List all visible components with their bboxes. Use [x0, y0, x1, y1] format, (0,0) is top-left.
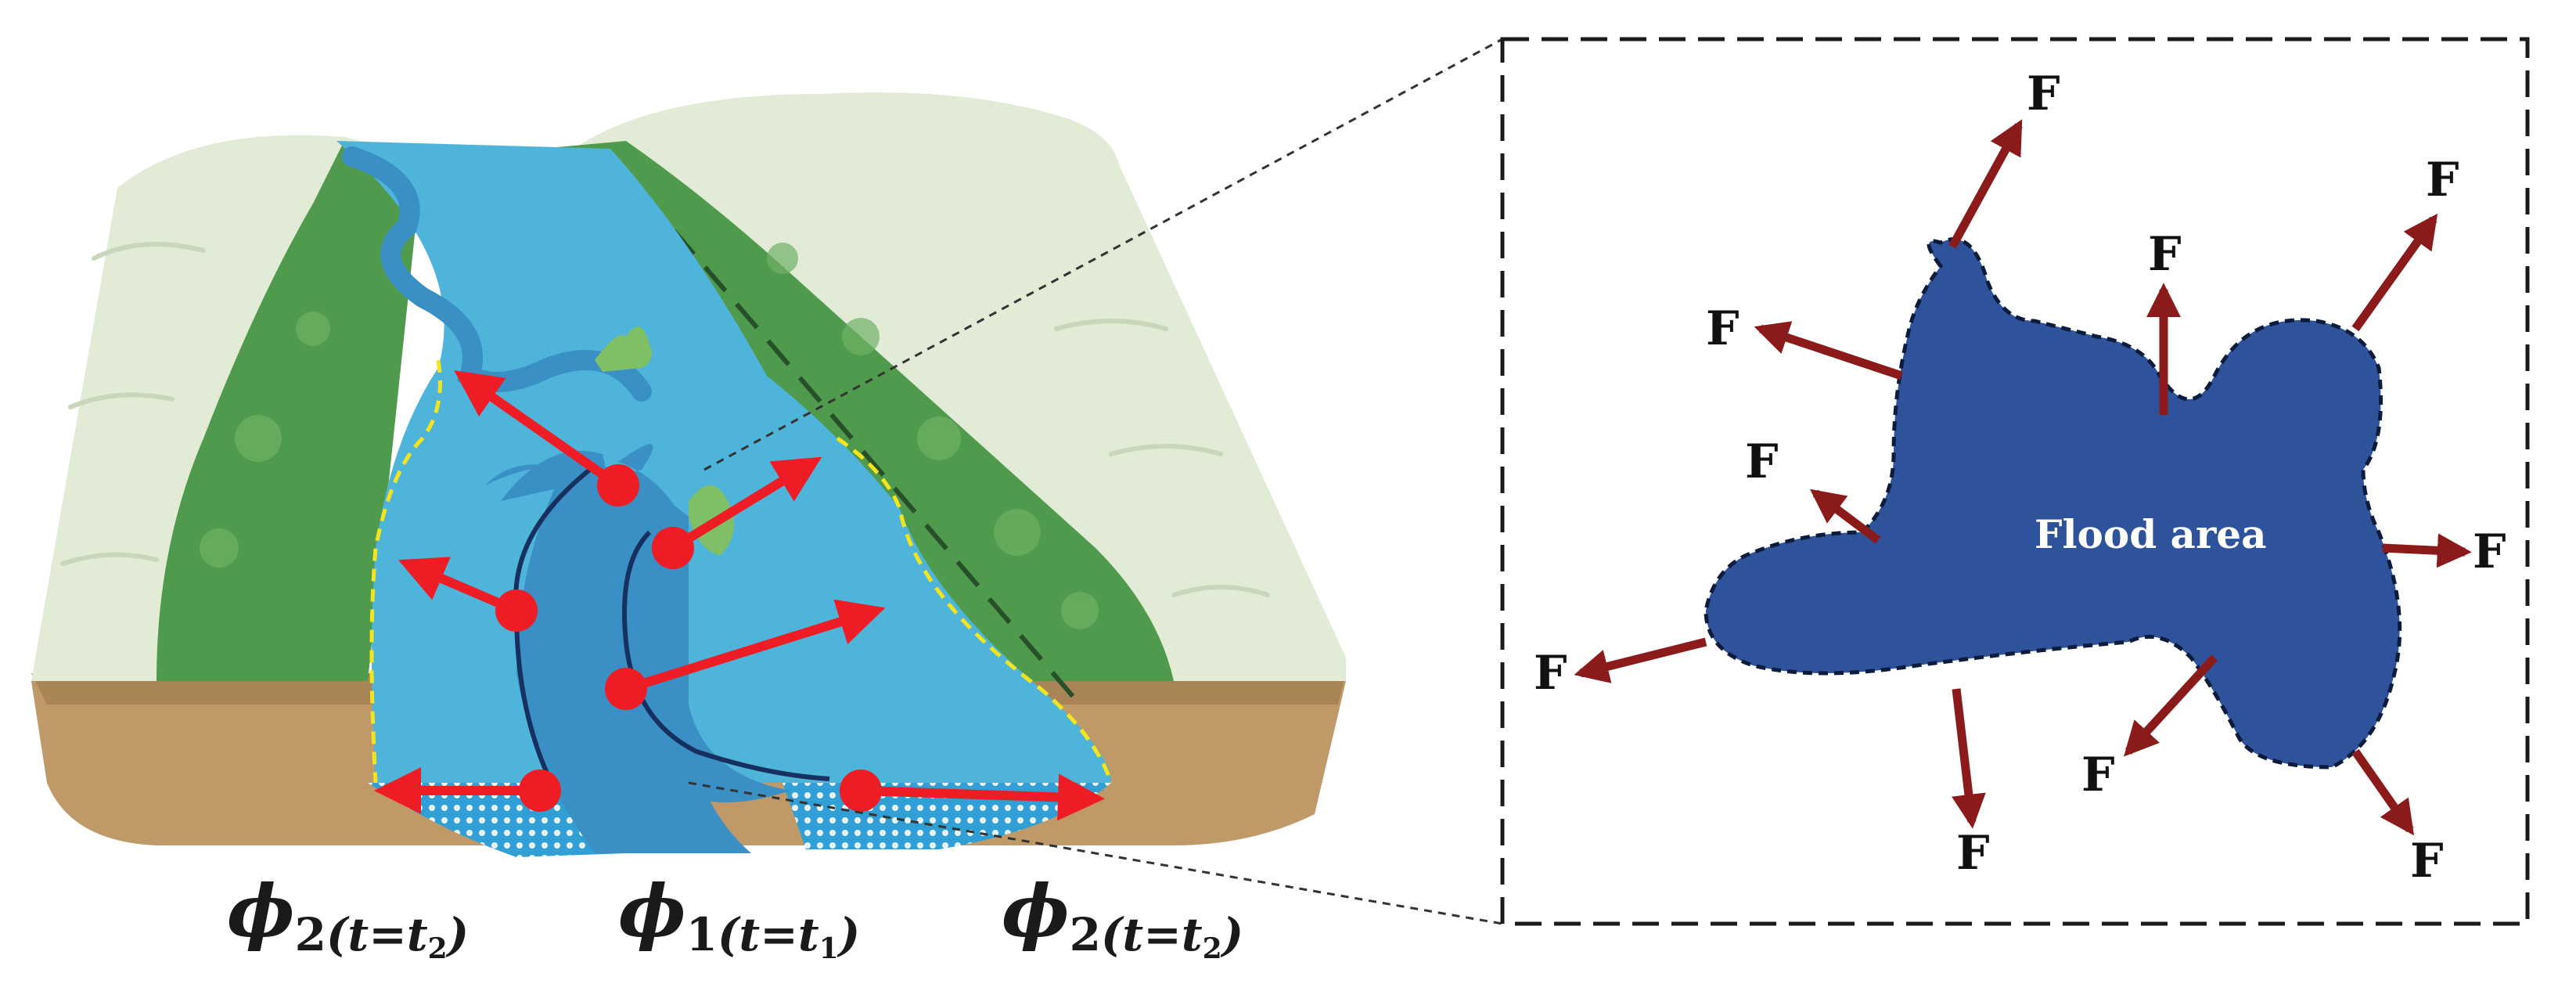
force-label: F [1745, 434, 1779, 489]
flood-area-label: Flood area [2035, 511, 2267, 557]
force-label: F [2027, 67, 2060, 121]
phi-symbol: ϕ [618, 869, 686, 953]
force-label: F [2410, 834, 2444, 888]
phi-sub-idx: 2 [1202, 932, 1222, 965]
phi-label-center: ϕ1(t=t1) [618, 869, 861, 965]
front-points [495, 464, 882, 812]
phi-eq: = [760, 908, 798, 961]
force-label: F [2148, 227, 2182, 282]
phi-sub-var: t [797, 908, 819, 961]
force-label: F [2473, 524, 2506, 579]
force-labels: F F F F F F F F F F [1534, 67, 2506, 888]
phi-sub-idx: 2 [427, 932, 448, 965]
phi-sub-idx: 1 [818, 932, 839, 965]
phi-eq: = [1143, 908, 1182, 961]
force-label: F [1706, 301, 1740, 356]
flood-front-boundary [369, 359, 1114, 784]
phi-label-right: ϕ2(t=t2) [1002, 869, 1244, 965]
flood-basin-dotted [368, 783, 626, 857]
phi-sub-var: t [406, 908, 428, 961]
zoom-line-bottom [688, 781, 1503, 925]
force-arrows [1574, 119, 2472, 836]
phi-index: 2 [1069, 908, 1101, 961]
dashed-ridge [608, 155, 1082, 706]
phi-index: 2 [294, 908, 326, 961]
phi-label-left: ϕ2(t=t2) [227, 869, 470, 965]
phi-var: t [1122, 908, 1144, 961]
phi-var: t [347, 908, 369, 961]
upstream-meander [342, 146, 652, 402]
front-arrows [374, 370, 1105, 821]
force-label: F [2081, 748, 2115, 802]
landscape [31, 92, 1346, 857]
force-label: F [1534, 646, 1567, 701]
phi-eq: = [369, 908, 407, 961]
phi-index: 1 [685, 908, 718, 961]
zoom-line-top [703, 38, 1503, 471]
force-label: F [2426, 153, 2459, 207]
force-label: F [1956, 826, 1990, 881]
phi-symbol: ϕ [1002, 869, 1070, 953]
flood-area-shape [1704, 237, 2402, 770]
phi-sub-var: t [1181, 908, 1203, 961]
phi-var: t [739, 908, 761, 961]
phi-symbol: ϕ [227, 869, 295, 953]
pale-hill-right [563, 92, 1346, 681]
